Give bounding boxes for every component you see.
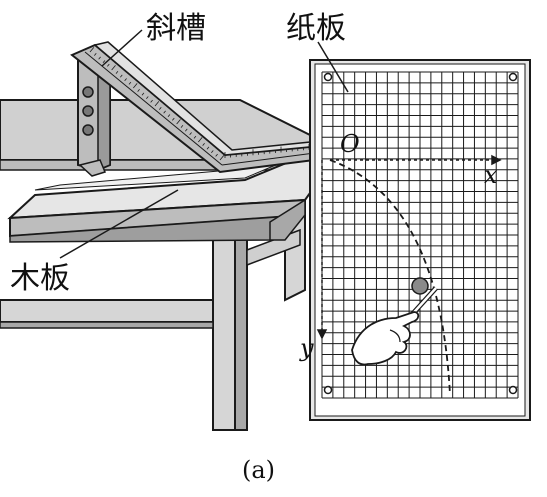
chute-tick xyxy=(172,117,175,121)
projectile-trajectory xyxy=(329,159,451,396)
chute-tick xyxy=(202,143,205,146)
chute-stand xyxy=(77,52,111,177)
chute-leader-line xyxy=(101,29,143,67)
chute-tick xyxy=(111,65,116,71)
chute-tick xyxy=(211,150,214,154)
chute-tick xyxy=(219,155,225,161)
chute xyxy=(70,41,331,174)
screw-hole-icon xyxy=(82,86,94,98)
chute-tick xyxy=(137,89,140,92)
corner-screws xyxy=(323,72,518,395)
chute-tick xyxy=(159,107,162,110)
chute-label: 斜槽 xyxy=(146,11,206,46)
screw-hole-icon xyxy=(508,385,518,395)
chute-tick xyxy=(133,83,138,89)
chute-tick xyxy=(193,135,197,139)
chute-tick xyxy=(115,71,119,74)
screw-hole-icon xyxy=(508,72,518,82)
axes xyxy=(316,154,502,340)
y-axis-arrow xyxy=(316,329,328,340)
chute-tick xyxy=(141,92,145,96)
x-axis-arrow xyxy=(491,154,502,166)
screw-hole-icon xyxy=(82,124,94,136)
y-axis-label: y xyxy=(299,334,314,362)
chute-tick xyxy=(163,110,166,114)
chute-tick xyxy=(176,119,181,125)
chute-tick xyxy=(102,60,106,64)
chute-tick xyxy=(150,99,153,103)
chute-tick xyxy=(107,63,110,67)
paper-board xyxy=(309,59,531,421)
chute-ruler-ticks xyxy=(89,47,327,161)
chute-tick xyxy=(89,47,95,53)
paper-board-label: 纸板 xyxy=(286,11,346,46)
chute-tick xyxy=(120,74,123,78)
chute-tick xyxy=(185,128,188,132)
wood-board-label: 木板 xyxy=(10,261,70,296)
leader-lines xyxy=(59,29,349,259)
paper-board-leader-line xyxy=(317,41,349,93)
chute-tick xyxy=(154,101,160,107)
x-axis-label: x xyxy=(484,161,498,189)
wood-board-leader-line xyxy=(59,189,179,259)
figure-caption: (a) xyxy=(242,456,275,484)
chute-tick xyxy=(215,153,218,157)
chute-tick xyxy=(167,114,171,118)
hand-with-pencil-icon xyxy=(351,286,438,366)
chute-tick xyxy=(124,78,127,82)
chute-tick xyxy=(180,125,184,128)
table-legs xyxy=(0,193,306,431)
chute-tick xyxy=(146,96,149,100)
origin-label: O xyxy=(340,130,360,158)
chute-tick xyxy=(198,137,203,143)
chute-tick xyxy=(94,53,97,56)
screw-hole-icon xyxy=(323,72,333,82)
chute-tick xyxy=(189,132,192,136)
screw-hole-icon xyxy=(82,105,94,117)
chute-tick xyxy=(206,146,210,150)
chute-tick xyxy=(98,56,101,60)
steel-ball-icon xyxy=(411,277,429,295)
screw-hole-icon xyxy=(323,385,333,395)
chute-tick xyxy=(128,81,132,85)
